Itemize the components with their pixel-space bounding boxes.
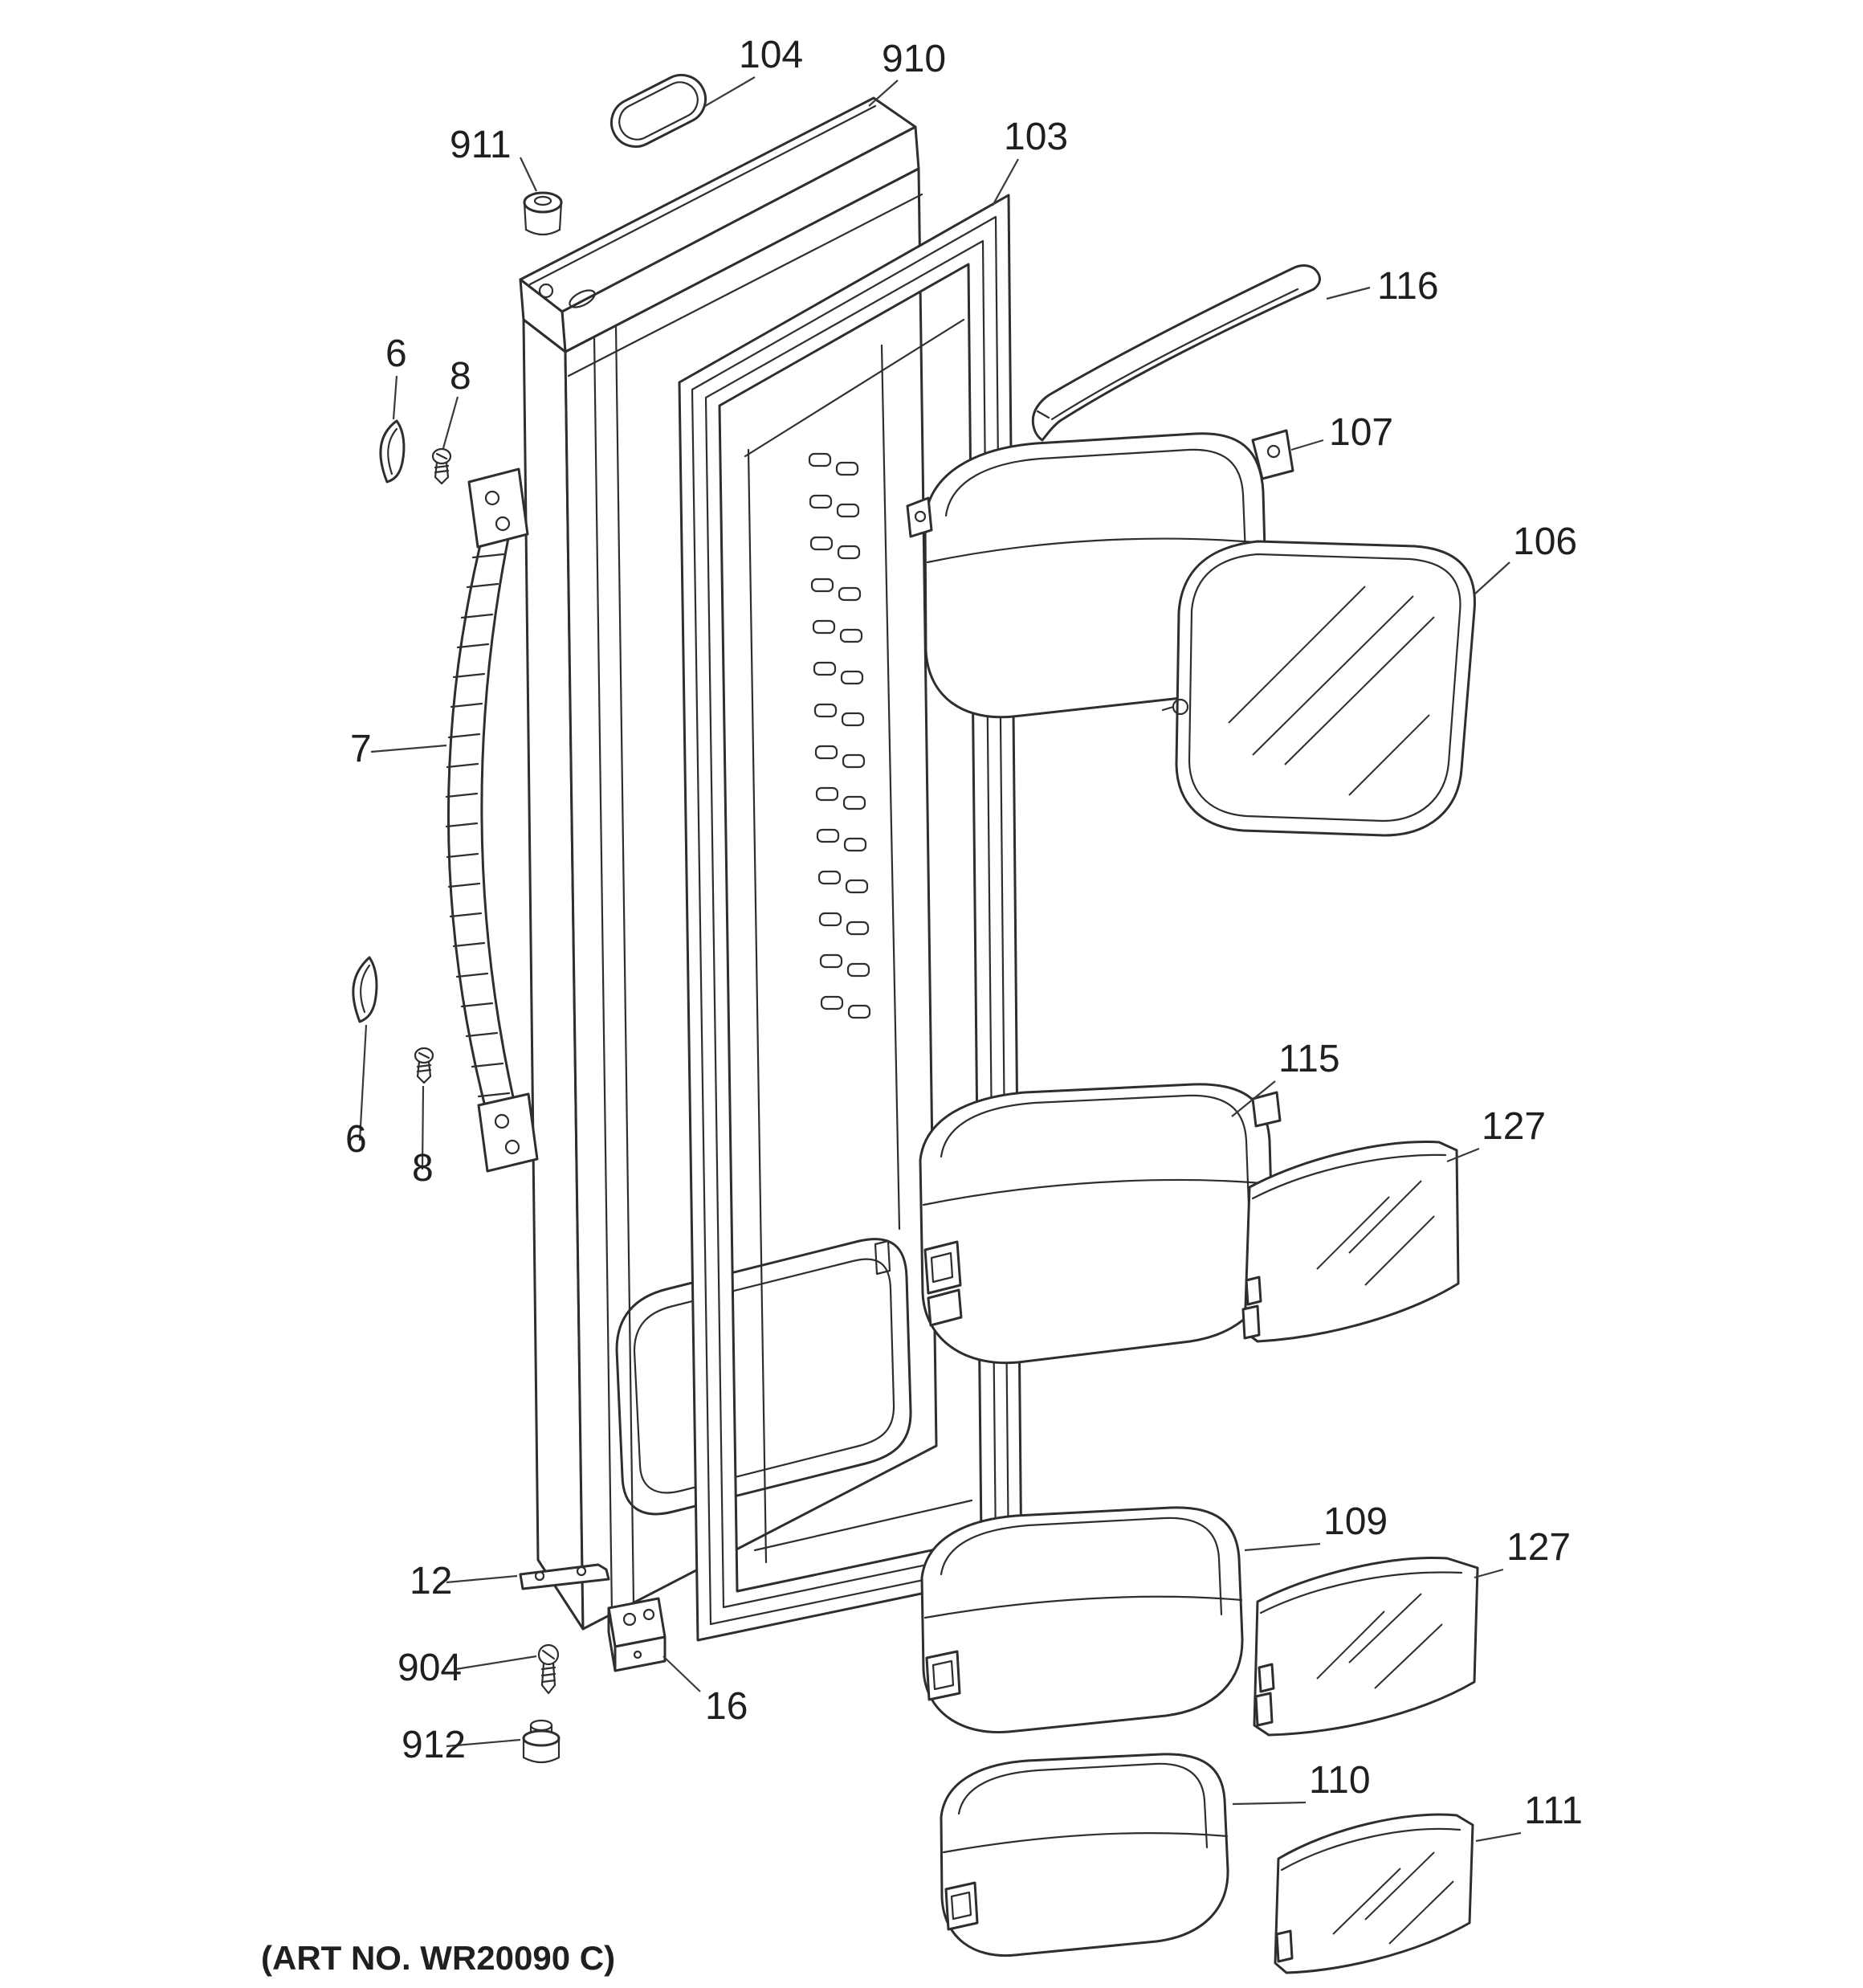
leader-116 [1326, 286, 1371, 300]
callout-107: 107 [1329, 411, 1393, 454]
handle-trim-bottom-6 [352, 956, 378, 1023]
dairy-cover-106 [1161, 540, 1476, 837]
door-bin-109 [920, 1506, 1244, 1734]
callout-110: 110 [1309, 1759, 1371, 1802]
hinge-screw-904 [537, 1643, 560, 1695]
screw-bottom-8 [414, 1047, 434, 1084]
callout-6-bottom: 6 [345, 1118, 367, 1161]
leader-106 [1474, 561, 1510, 595]
plug-button-911 [523, 191, 563, 236]
handle-trim-top-6 [379, 419, 406, 484]
callout-127-upper: 127 [1482, 1105, 1546, 1148]
screw-top-8 [431, 447, 452, 485]
door-stop-bracket-12 [519, 1563, 610, 1590]
leader-8-top [442, 396, 459, 449]
leader-104 [704, 76, 756, 107]
art-number: (ART NO. WR20090 C) [261, 1939, 615, 1977]
callout-7: 7 [350, 728, 372, 770]
callout-127-lower: 127 [1506, 1526, 1571, 1569]
leader-910 [868, 80, 899, 107]
leader-115 [1231, 1080, 1276, 1117]
leader-16 [662, 1655, 701, 1692]
bin-front-upper-127 [1241, 1141, 1460, 1343]
hinge-bracket-16 [607, 1597, 667, 1672]
shelf-rail-116 [1031, 264, 1321, 442]
callout-115: 115 [1278, 1038, 1340, 1080]
callout-labels: 104 910 911 103 116 107 106 6 8 7 6 8 11… [345, 34, 1583, 1832]
hinge-plug-912 [522, 1719, 561, 1764]
leader-7 [370, 744, 447, 753]
callout-104: 104 [739, 34, 803, 76]
leader-110 [1232, 1801, 1307, 1806]
callout-910: 910 [882, 38, 946, 80]
callout-6-top: 6 [385, 333, 407, 375]
leader-6-bottom [358, 1024, 368, 1141]
callout-8-bottom: 8 [412, 1147, 434, 1190]
leader-107 [1290, 439, 1324, 451]
callout-12: 12 [410, 1560, 452, 1602]
nameplate-104 [609, 73, 707, 149]
callout-109: 109 [1323, 1500, 1388, 1543]
callout-911: 911 [450, 124, 512, 166]
leader-127-upper [1446, 1147, 1480, 1163]
callout-116: 116 [1377, 265, 1439, 308]
door-liner [615, 318, 973, 1564]
callout-103: 103 [1004, 116, 1068, 158]
leader-911 [520, 157, 537, 192]
leader-lines [358, 76, 1522, 1843]
bin-front-111 [1274, 1813, 1474, 1974]
leader-127-lower [1474, 1568, 1504, 1579]
callout-912: 912 [402, 1724, 466, 1766]
door-bin-110 [940, 1753, 1229, 1957]
callout-904: 904 [397, 1647, 462, 1689]
leader-6-top [392, 375, 398, 420]
leader-103 [992, 158, 1019, 206]
door-handle-7 [445, 467, 539, 1173]
callout-16: 16 [705, 1685, 748, 1728]
leader-109 [1244, 1542, 1321, 1552]
callout-8-top: 8 [450, 355, 471, 398]
liner-bottom-recess [615, 1238, 912, 1516]
leader-8-bottom [421, 1085, 425, 1170]
leader-111 [1475, 1831, 1522, 1843]
leader-912 [446, 1738, 521, 1748]
leader-904 [455, 1655, 537, 1671]
callout-111: 111 [1524, 1790, 1583, 1832]
leader-12 [446, 1574, 518, 1584]
bin-front-lower-127 [1253, 1557, 1479, 1737]
door-bin-115 [919, 1083, 1282, 1365]
callout-106: 106 [1513, 520, 1577, 563]
